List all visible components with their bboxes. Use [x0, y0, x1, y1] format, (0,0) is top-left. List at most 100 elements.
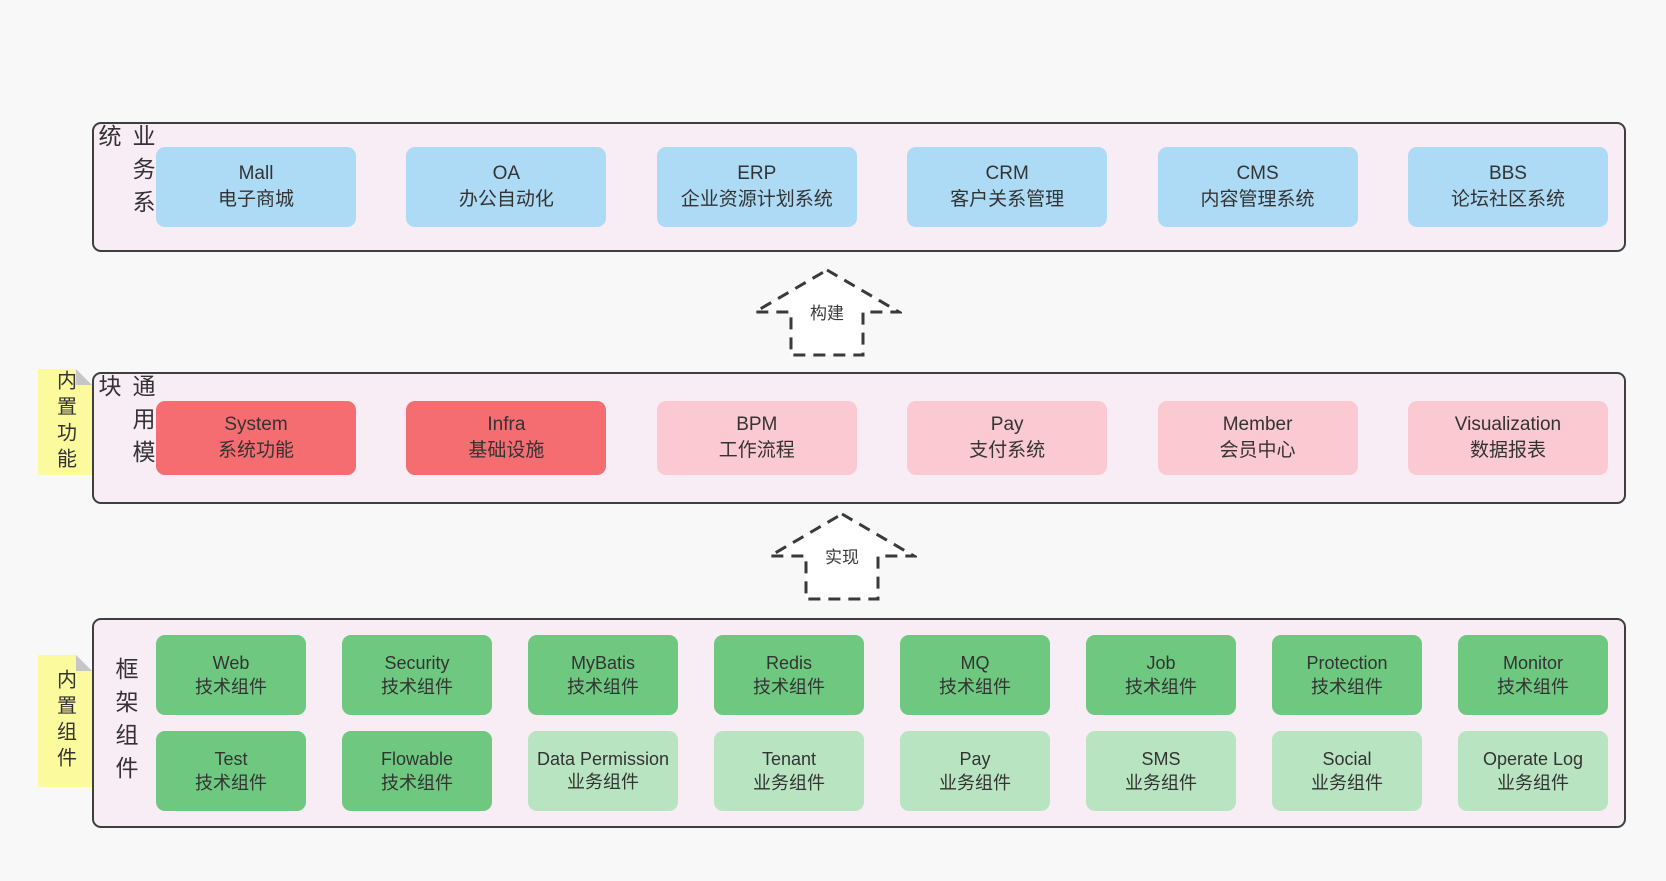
folded-corner-icon: [76, 369, 92, 385]
box-title: Member: [1222, 414, 1293, 435]
layer-common-modules: 通用模块 System 系统功能 Infra 基础设施 BPM 工作流程 Pay…: [92, 372, 1626, 504]
box-title: BBS: [1488, 163, 1527, 184]
box-bpm: BPM 工作流程: [656, 401, 857, 475]
box-operate-log: Operate Log 业务组件: [1458, 730, 1608, 811]
arrow-label: 实现: [822, 542, 862, 570]
box-system: System 系统功能: [156, 401, 356, 475]
box-title: MQ: [960, 653, 990, 674]
box-subtitle: 业务组件: [1311, 772, 1383, 793]
box-title: Test: [214, 748, 248, 769]
layer-label: 业务系统: [95, 124, 155, 223]
layer-label: 通用模块: [95, 374, 155, 473]
box-subtitle: 客户关系管理: [950, 189, 1065, 210]
folded-corner-icon: [76, 655, 92, 671]
box-title: Protection: [1306, 653, 1388, 674]
box-subtitle: 会员中心: [1219, 440, 1296, 461]
box-subtitle: 论坛社区系统: [1450, 189, 1565, 210]
box-subtitle: 技术组件: [753, 677, 825, 698]
box-subtitle: 技术组件: [381, 677, 453, 698]
box-pay-component: Pay 业务组件: [900, 730, 1050, 811]
box-title: Operate Log: [1482, 748, 1584, 769]
box-title: Monitor: [1502, 653, 1564, 674]
box-title: CMS: [1236, 163, 1279, 184]
box-title: MyBatis: [570, 653, 635, 674]
box-mybatis: MyBatis 技术组件: [528, 635, 678, 716]
box-title: Web: [212, 653, 250, 674]
box-subtitle: 技术组件: [195, 772, 267, 793]
box-visualization: Visualization 数据报表: [1407, 401, 1608, 475]
arrow-build: 构建: [752, 266, 902, 358]
box-mall: Mall 电子商城: [156, 147, 356, 227]
box-mq: MQ 技术组件: [900, 635, 1050, 716]
sticky-note-label: 内置组件: [53, 669, 76, 773]
box-subtitle: 技术组件: [195, 677, 267, 698]
box-title: System: [224, 414, 288, 435]
box-subtitle: 技术组件: [567, 677, 639, 698]
box-bbs: BBS 论坛社区系统: [1407, 147, 1608, 227]
arrow-label: 构建: [807, 298, 847, 326]
box-title: Tenant: [761, 748, 817, 769]
box-flowable: Flowable 技术组件: [342, 730, 492, 811]
box-sms: SMS 业务组件: [1086, 730, 1236, 811]
box-subtitle: 技术组件: [939, 677, 1011, 698]
box-subtitle: 办公自动化: [458, 189, 554, 210]
box-social: Social 业务组件: [1272, 730, 1422, 811]
box-subtitle: 业务组件: [939, 772, 1011, 793]
box-crm: CRM 客户关系管理: [907, 147, 1108, 227]
box-title: BPM: [736, 414, 778, 435]
layer-label: 框架组件: [112, 657, 138, 789]
box-job: Job 技术组件: [1086, 635, 1236, 716]
box-pay-module: Pay 支付系统: [907, 401, 1108, 475]
box-subtitle: 技术组件: [381, 772, 453, 793]
box-subtitle: 业务组件: [1125, 772, 1197, 793]
box-protection: Protection 技术组件: [1272, 635, 1422, 716]
box-subtitle: 技术组件: [1125, 677, 1197, 698]
box-title: Security: [384, 653, 450, 674]
box-subtitle: 数据报表: [1469, 440, 1546, 461]
box-subtitle: 业务组件: [567, 771, 639, 792]
box-subtitle: 企业资源计划系统: [680, 189, 833, 210]
box-title: ERP: [737, 163, 777, 184]
box-infra: Infra 基础设施: [406, 401, 607, 475]
box-title: Pay: [990, 414, 1024, 435]
box-subtitle: 内容管理系统: [1200, 189, 1315, 210]
box-redis: Redis 技术组件: [714, 635, 864, 716]
box-title: OA: [492, 163, 521, 184]
box-oa: OA 办公自动化: [406, 147, 607, 227]
box-title: Mall: [238, 163, 274, 184]
box-subtitle: 技术组件: [1497, 677, 1569, 698]
box-title: Data Permission: [536, 748, 670, 769]
box-subtitle: 工作流程: [718, 440, 795, 461]
box-monitor: Monitor 技术组件: [1458, 635, 1608, 716]
box-subtitle: 技术组件: [1311, 677, 1383, 698]
box-subtitle: 电子商城: [217, 189, 294, 210]
box-data-permission: Data Permission 业务组件: [528, 730, 678, 811]
sticky-note-builtin-components: 内置组件: [38, 655, 92, 787]
box-member: Member 会员中心: [1157, 401, 1358, 475]
box-title: Visualization: [1454, 414, 1562, 435]
box-title: Infra: [487, 414, 526, 435]
arrow-implement: 实现: [767, 510, 917, 602]
layer-business-systems: 业务系统 Mall 电子商城 OA 办公自动化 ERP 企业资源计划系统 CRM…: [92, 122, 1626, 252]
box-title: Pay: [959, 748, 991, 769]
box-title: Redis: [765, 653, 813, 674]
sticky-note-label: 内置功能: [53, 370, 76, 474]
layer-framework-components: 框架组件 Web 技术组件 Security 技术组件 MyBatis 技术组件…: [92, 618, 1626, 828]
box-subtitle: 基础设施: [468, 440, 545, 461]
box-tenant: Tenant 业务组件: [714, 730, 864, 811]
box-title: SMS: [1141, 748, 1181, 769]
box-title: Job: [1146, 653, 1176, 674]
box-subtitle: 业务组件: [1497, 772, 1569, 793]
box-erp: ERP 企业资源计划系统: [656, 147, 857, 227]
box-security: Security 技术组件: [342, 635, 492, 716]
box-subtitle: 系统功能: [217, 440, 294, 461]
box-test: Test 技术组件: [156, 730, 306, 811]
box-title: Social: [1322, 748, 1372, 769]
box-subtitle: 业务组件: [753, 772, 825, 793]
box-title: CRM: [985, 163, 1029, 184]
box-cms: CMS 内容管理系统: [1157, 147, 1358, 227]
box-subtitle: 支付系统: [969, 440, 1046, 461]
sticky-note-builtin-features: 内置功能: [38, 369, 92, 475]
box-web: Web 技术组件: [156, 635, 306, 716]
